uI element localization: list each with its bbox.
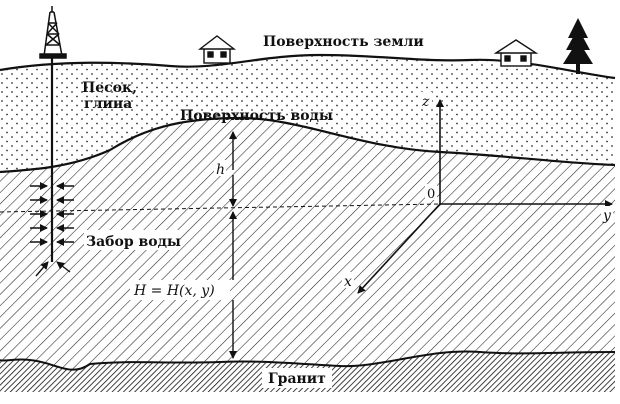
derrick-icon (39, 6, 67, 59)
aquifer-layer (0, 118, 615, 370)
H-formula-backdrop (130, 280, 230, 300)
origin-label: 0 (427, 187, 435, 202)
house-icon (493, 39, 539, 67)
granite-label: Гранит (268, 371, 326, 387)
y-axis-label: y (602, 208, 612, 224)
granite-surface-line (0, 350, 616, 371)
house-icon (197, 35, 237, 64)
sand-clay-layer (0, 55, 615, 172)
z-axis-label-backdrop (420, 92, 432, 108)
datum-dashed-line (0, 203, 441, 213)
intake-arrows (30, 182, 74, 277)
water-surface-label: Поверхность воды (180, 108, 333, 124)
y-axis-label-backdrop (601, 206, 613, 222)
water-surface-line (0, 116, 616, 174)
sand-clay-label-line1: Песок, (82, 80, 137, 96)
sand-clay-label-line2: глина (84, 96, 132, 112)
origin-label-backdrop (425, 184, 437, 200)
x-axis-line (357, 203, 441, 294)
tree-icon (563, 18, 593, 74)
H-formula-label: H = H(x, y) (133, 283, 215, 299)
z-axis-label: z (421, 94, 430, 110)
h-label-backdrop (214, 160, 226, 176)
water-intake-label-backdrop (84, 230, 180, 250)
x-axis-label-backdrop (342, 272, 354, 288)
ground-surface-label: Поверхность земли (263, 34, 424, 50)
granite-label-backdrop (262, 368, 332, 388)
h-label: h (216, 162, 225, 178)
water-intake-label: Забор воды (86, 234, 181, 250)
x-axis-label: x (344, 274, 352, 290)
